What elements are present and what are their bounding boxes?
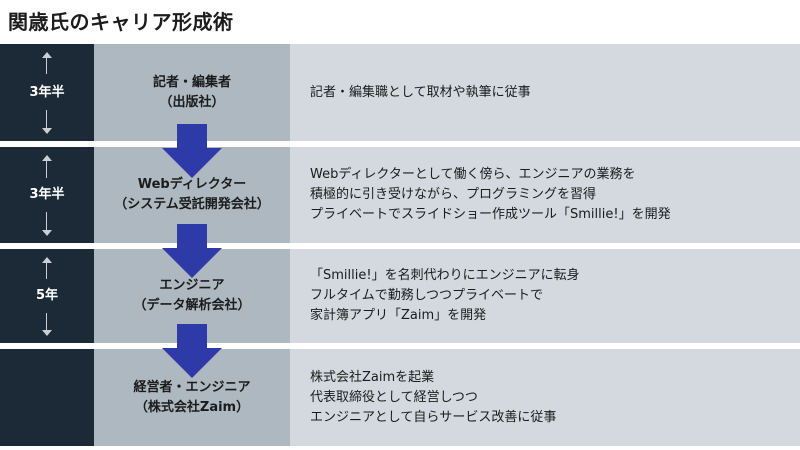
duration-cell: 5年: [0, 249, 94, 343]
role-cell: Webディレクター （システム受託開発会社）: [94, 147, 290, 243]
duration-label: 5年: [35, 288, 59, 303]
timeline-line: [46, 161, 47, 178]
duration-cell: 3年半: [0, 44, 94, 141]
arrow-down-icon: [42, 330, 52, 336]
description-line: 「Smillie!」を名刺代わりにエンジニアに転身: [310, 268, 580, 283]
timeline-line: [46, 58, 47, 74]
timeline-line: [46, 110, 47, 128]
role-title: 記者・編集者: [152, 74, 231, 90]
description-line: フルタイムで勤務しつつプライベートで: [310, 288, 543, 303]
duration-cell: [0, 349, 94, 446]
description-cell: 「Smillie!」を名刺代わりにエンジニアに転身 フルタイムで勤務しつつプライ…: [290, 249, 800, 343]
role-company: （株式会社Zaim）: [134, 399, 250, 415]
description-line: プライベートでスライドショー作成ツール「Smillie!」を開発: [310, 207, 671, 222]
role-company: （データ解析会社）: [133, 298, 251, 313]
career-stage-4: 経営者・エンジニア （株式会社Zaim） 株式会社Zaimを起業 代表取締役とし…: [0, 349, 800, 446]
description-cell: Webディレクターとして働く傍ら、エンジニアの業務を 積極的に引き受けながら、プ…: [290, 147, 800, 243]
role-company: （出版社）: [159, 94, 225, 110]
timeline-line: [46, 263, 47, 279]
flow-arrow-icon: [162, 124, 222, 178]
arrow-up-icon: [42, 257, 52, 263]
career-stage-2: 3年半 Webディレクター （システム受託開発会社） Webディレクターとして働…: [0, 147, 800, 243]
role-title: 経営者・エンジニア: [133, 379, 251, 395]
arrow-up-icon: [42, 52, 52, 58]
flow-arrow-icon: [162, 324, 222, 378]
career-stage-1: 3年半 記者・編集者 （出版社） 記者・編集職として取材や執筆に従事: [0, 44, 800, 141]
arrow-down-icon: [42, 128, 52, 134]
role-title: Webディレクター: [137, 177, 247, 192]
flow-arrow-icon: [162, 224, 222, 278]
timeline-line: [46, 313, 47, 331]
arrow-up-icon: [42, 155, 52, 161]
role-title: エンジニア: [159, 278, 225, 293]
duration-label: 3年半: [29, 187, 65, 202]
description-line: 家計簿アプリ「Zaim」を開発: [310, 308, 487, 323]
description-line: 株式会社Zaimを起業: [310, 369, 435, 385]
description-line: 積極的に引き受けながら、プログラミングを習得: [310, 187, 597, 202]
description-line: Webディレクターとして働く傍ら、エンジニアの業務を: [310, 167, 636, 182]
description-line: エンジニアとして自らサービス改善に従事: [310, 409, 557, 425]
description-cell: 株式会社Zaimを起業 代表取締役として経営しつつ エンジニアとして自らサービス…: [290, 349, 800, 446]
description-cell: 記者・編集職として取材や執筆に従事: [290, 44, 800, 141]
page-title: 関歳氏のキャリア形成術: [8, 10, 234, 34]
duration-cell: 3年半: [0, 147, 94, 243]
role-company: （システム受託開発会社）: [114, 197, 270, 212]
career-stage-3: 5年 エンジニア （データ解析会社） 「Smillie!」を名刺代わりにエンジニ…: [0, 249, 800, 343]
arrow-down-icon: [42, 230, 52, 236]
timeline-line: [46, 212, 47, 230]
duration-label: 3年半: [29, 84, 65, 100]
description-line: 代表取締役として経営しつつ: [310, 389, 478, 405]
description-line: 記者・編集職として取材や執筆に従事: [310, 84, 531, 100]
